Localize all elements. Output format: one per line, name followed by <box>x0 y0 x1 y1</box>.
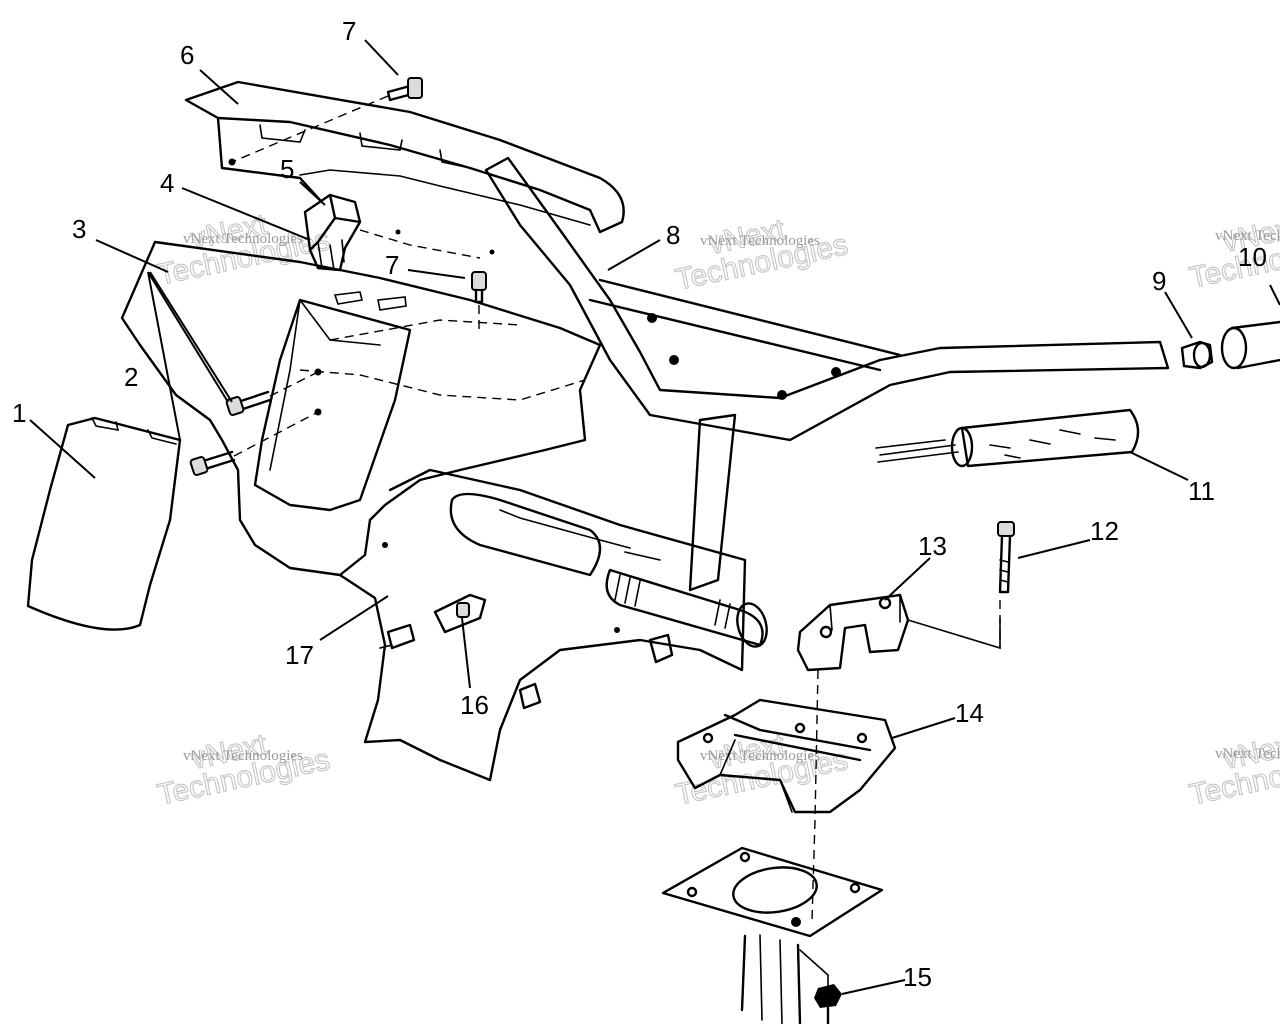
screw-hole <box>382 542 388 548</box>
bar-hole <box>777 390 787 400</box>
callout-8: 8 <box>666 220 680 250</box>
callout-3: 3 <box>72 214 86 244</box>
plate-hole <box>791 917 801 927</box>
watermark-text: vNext Technologies <box>700 233 820 249</box>
watermark-text: vNext Technologies <box>183 748 303 764</box>
callout-15: 15 <box>903 962 932 992</box>
watermark-text: vNext Technologies <box>1215 228 1280 244</box>
watermark-right-bottom: vNext Technologies <box>1186 727 1280 812</box>
callout-17: 17 <box>285 640 314 670</box>
screw-hole <box>614 627 620 633</box>
mounting-plate <box>661 846 884 1024</box>
part-17-lower-panel <box>338 468 747 782</box>
watermark-text: vNext Technologies <box>183 231 303 247</box>
callout-11: 11 <box>1188 476 1215 506</box>
bar-hole <box>831 367 841 377</box>
part-10-tube-end <box>1220 320 1280 370</box>
part-15-nut <box>799 949 842 1024</box>
callout-10: 10 <box>1238 242 1267 272</box>
part-11-grip <box>875 408 1140 468</box>
callout-7-middle: 7 <box>385 250 399 280</box>
callout-4: 4 <box>160 168 174 198</box>
callout-numbers: 1 2 3 4 5 6 7 7 8 9 10 11 12 13 14 15 16… <box>12 16 1267 992</box>
screw-hole <box>395 229 401 235</box>
part-16-clip <box>379 593 487 650</box>
part-14-lower-clamp <box>676 669 897 921</box>
part-13-upper-clamp <box>796 593 1001 672</box>
part-7-screw-top <box>231 77 423 163</box>
watermarks: vNext Technologies vNext Technologies vN… <box>154 207 1280 812</box>
callout-2: 2 <box>124 362 138 392</box>
callout-13: 13 <box>918 531 947 561</box>
steering-post <box>605 413 768 648</box>
part-6-top-cover <box>184 80 625 234</box>
callout-1: 1 <box>12 398 26 428</box>
part-7-screw-middle <box>471 271 487 330</box>
watermark-text: vNext Technologies <box>700 748 820 764</box>
part-12-bolt <box>997 521 1015 594</box>
callout-16: 16 <box>460 690 489 720</box>
watermark-text: vNext Technologies <box>1215 746 1280 762</box>
handlebar-crossplate <box>588 278 902 372</box>
callout-9: 9 <box>1152 266 1166 296</box>
callout-6: 6 <box>180 40 194 70</box>
callout-14: 14 <box>955 698 984 728</box>
bar-hole <box>669 355 679 365</box>
callout-7-top: 7 <box>342 16 356 46</box>
part-4-5-switch <box>303 193 481 272</box>
part-9-end-plug <box>1180 340 1214 370</box>
screw-hole <box>489 249 495 255</box>
part-1-side-cover <box>26 416 182 631</box>
part-2-screws <box>189 371 319 476</box>
callout-12: 12 <box>1090 516 1119 546</box>
leader-lines <box>29 39 1280 995</box>
callout-5: 5 <box>280 154 294 184</box>
part-8-handlebar <box>484 156 1170 442</box>
